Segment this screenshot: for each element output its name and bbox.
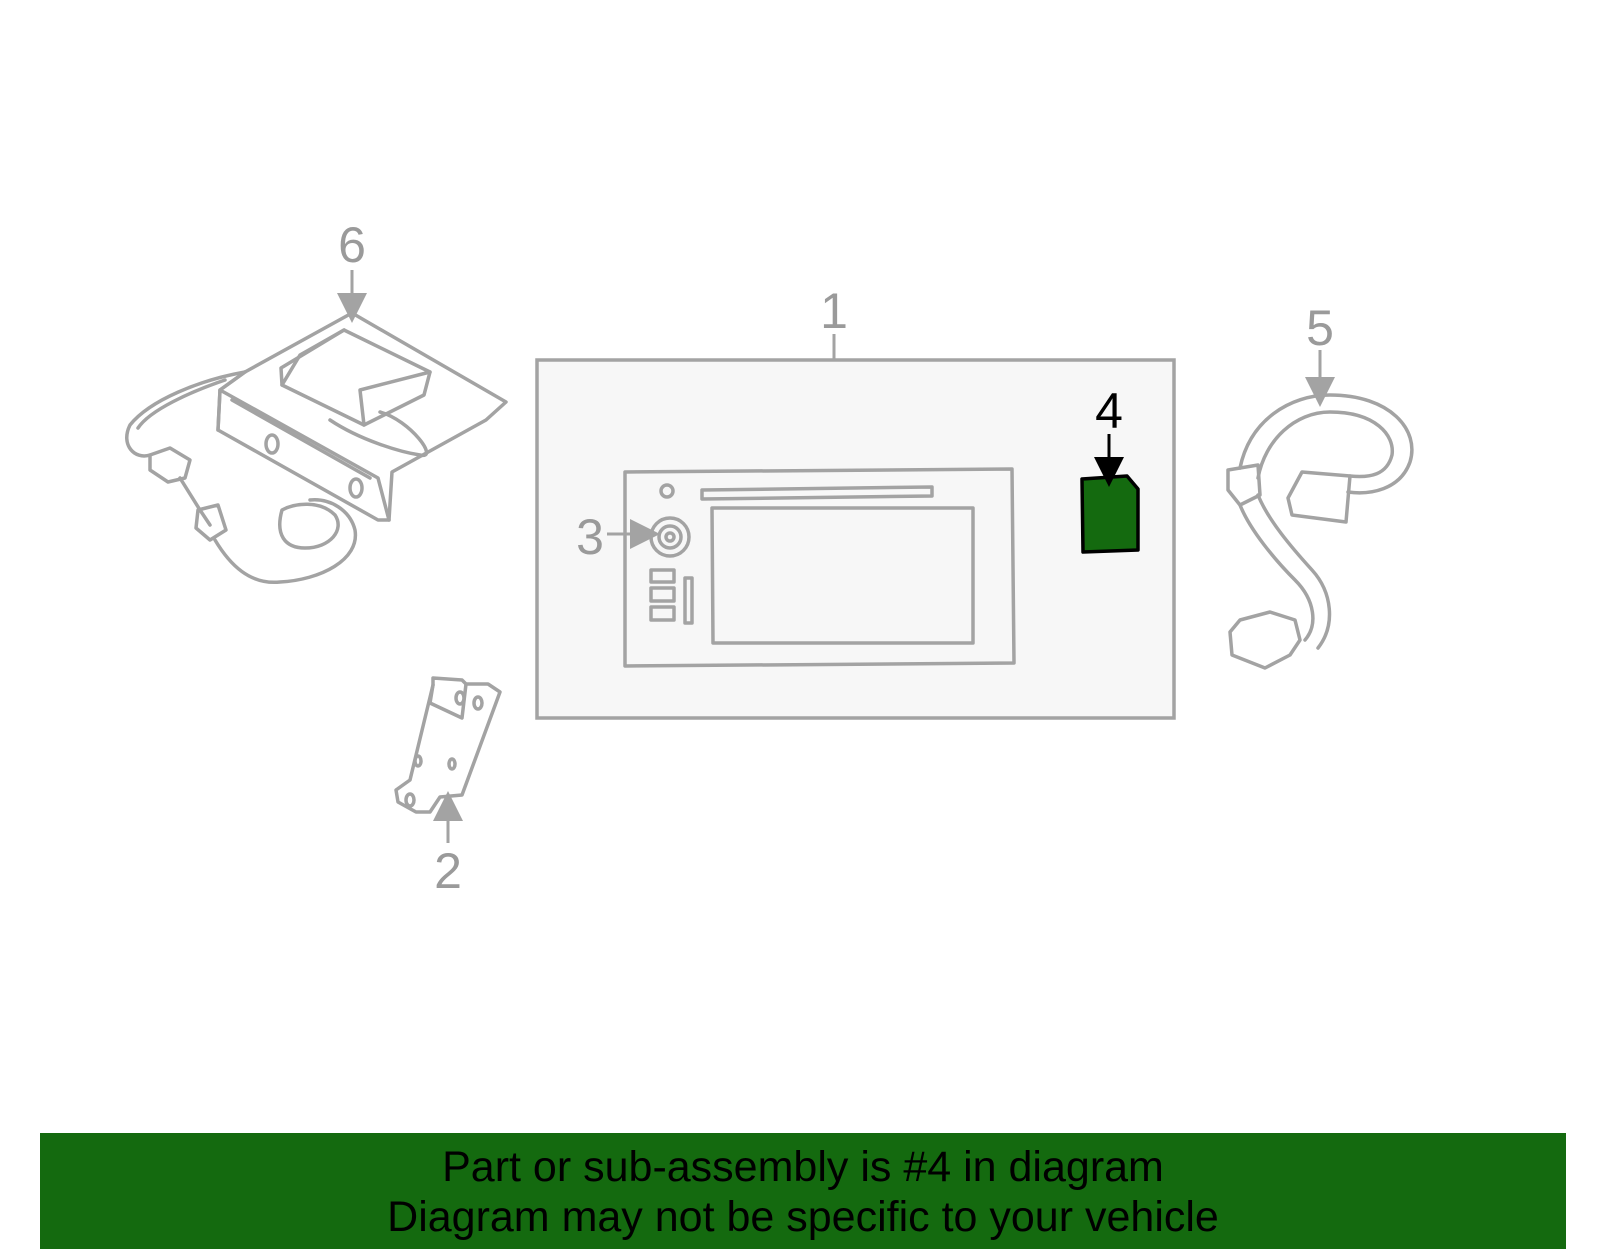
part-2-bracket[interactable] (394, 676, 502, 814)
footer-line-1: Part or sub-assembly is #4 in diagram (442, 1143, 1164, 1191)
part-6-bracket-module[interactable] (125, 311, 508, 584)
footer-banner: Part or sub-assembly is #4 in diagram Di… (40, 1133, 1566, 1249)
callout-4: 4 (1095, 383, 1123, 439)
part-4-highlighted[interactable] (1080, 474, 1140, 554)
callout-6: 6 (338, 217, 366, 273)
callout-1: 1 (820, 283, 848, 339)
callout-5: 5 (1306, 300, 1334, 356)
callout-3: 3 (576, 509, 604, 565)
callout-2: 2 (434, 843, 462, 899)
footer-line-2: Diagram may not be specific to your vehi… (387, 1193, 1219, 1241)
part-1-radio-assembly[interactable] (535, 358, 1176, 720)
part-5-cable-harness[interactable] (1226, 393, 1414, 670)
